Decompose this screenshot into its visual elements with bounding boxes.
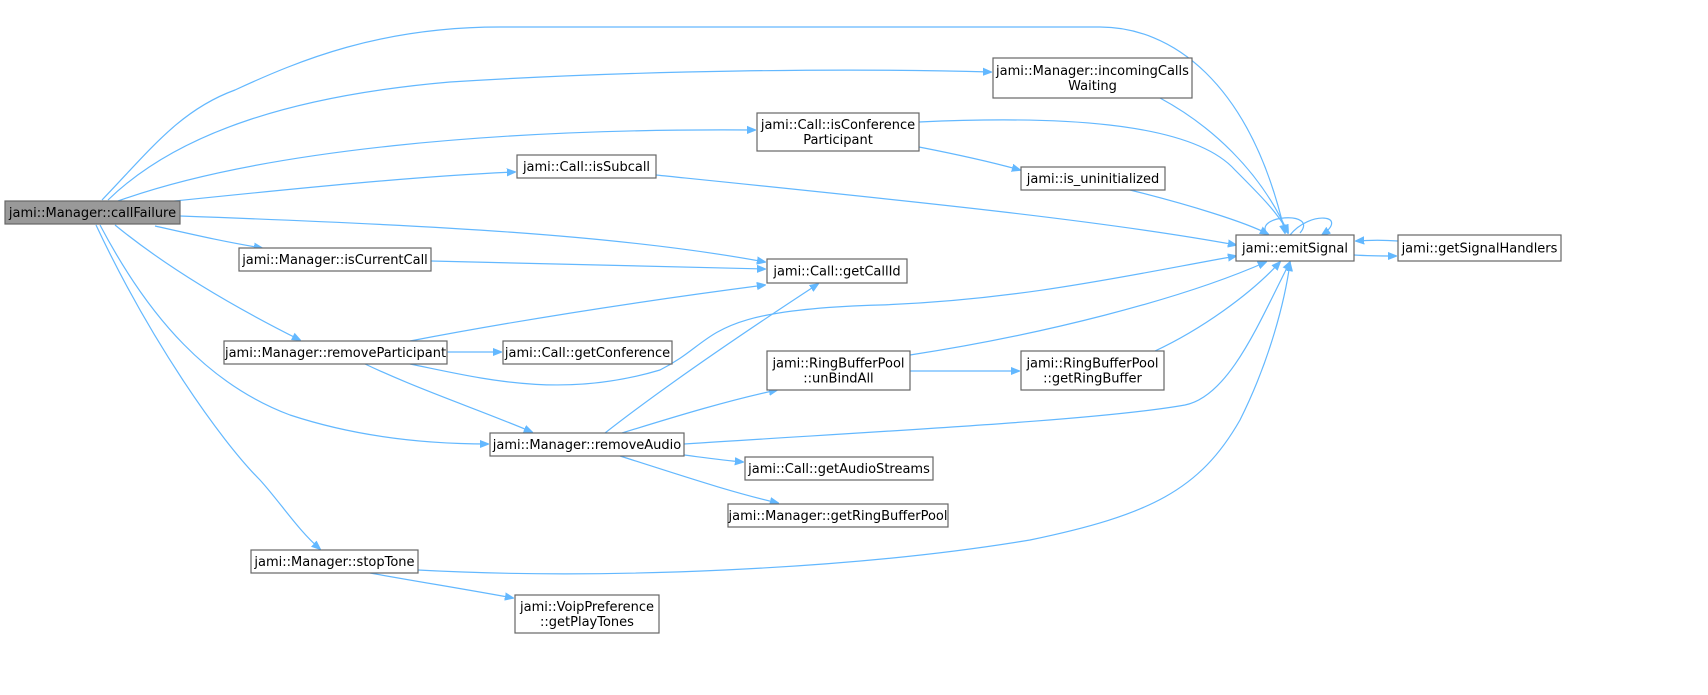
edge-callFailure-to-isCurrentCall (154, 225, 262, 248)
node-unBindAll[interactable]: jami::RingBufferPool::unBindAll (766, 350, 911, 391)
nodes: jami::Manager::callFailurejami::Manager:… (4, 57, 1562, 634)
edge-callFailure-to-incomingCallsWaiting (107, 70, 991, 201)
edge-callFailure-to-removeParticipant (114, 224, 300, 340)
node-getAudioStreams[interactable]: jami::Call::getAudioStreams (744, 456, 934, 481)
edge-emitSignal-to-emitSignal (1264, 217, 1333, 235)
node-box (516, 154, 657, 179)
node-getCallId[interactable]: jami::Call::getCallId (766, 258, 908, 284)
edge-removeParticipant-to-emitSignal (409, 256, 1236, 386)
node-box (992, 57, 1193, 99)
edge-getRingBuffer-to-emitSignal (1154, 262, 1280, 352)
node-box (489, 432, 685, 457)
node-label: jami::Call::isConference (760, 118, 915, 133)
edge-emitSignal-to-getSignalHandlers (1353, 255, 1396, 256)
edge-removeParticipant-to-getCallId (409, 285, 765, 342)
node-label: jami::Manager::getRingBufferPool (728, 509, 948, 524)
edge-getSignalHandlers-to-emitSignal (1356, 240, 1399, 241)
node-box (514, 594, 660, 634)
node-getConference[interactable]: jami::Call::getConference (502, 340, 673, 365)
edge-removeAudio-to-getAudioStreams (683, 454, 743, 462)
edge-stopTone-to-getPlayTones (369, 572, 513, 598)
node-label: jami::Manager::stopTone (253, 555, 414, 570)
edge-isConferenceParticipant-to-emitSignal (918, 119, 1288, 233)
node-box (744, 456, 934, 481)
edges (95, 26, 1399, 598)
node-label: jami::Manager::incomingCalls (995, 64, 1189, 79)
node-box (766, 258, 908, 284)
node-isSubcall[interactable]: jami::Call::isSubcall (516, 154, 657, 179)
node-label: jami::Manager::isCurrentCall (241, 253, 428, 268)
edge-is_uninitialized-to-emitSignal (1129, 189, 1268, 234)
edge-unBindAll-to-emitSignal (909, 262, 1266, 356)
edge-stopTone-to-emitSignal (417, 263, 1290, 575)
node-callFailure[interactable]: jami::Manager::callFailure (4, 200, 181, 225)
edge-isCurrentCall-to-getCallId (430, 260, 765, 269)
edge-callFailure-to-emitSignal (101, 26, 1285, 233)
edge-callFailure-to-isConferenceParticipant (117, 130, 755, 202)
node-emitSignal[interactable]: jami::emitSignal (1235, 234, 1355, 262)
node-box (238, 247, 432, 272)
node-getRingBuffer[interactable]: jami::RingBufferPool::getRingBuffer (1020, 350, 1165, 391)
node-label: jami::Call::getAudioStreams (747, 462, 930, 477)
edge-removeAudio-to-unBindAll (621, 390, 777, 434)
node-box (250, 549, 419, 574)
edge-removeAudio-to-getCallId (604, 284, 818, 434)
node-is_uninitialized[interactable]: jami::is_uninitialized (1020, 166, 1166, 191)
node-label: jami::VoipPreference (519, 600, 654, 615)
edge-removeAudio-to-getRingBufferPool (619, 455, 778, 503)
node-box (766, 350, 911, 391)
node-removeAudio[interactable]: jami::Manager::removeAudio (489, 432, 685, 457)
node-label: ::getPlayTones (540, 615, 634, 630)
node-label: Waiting (1068, 79, 1117, 94)
node-box (502, 340, 673, 365)
node-label: jami::RingBufferPool (771, 357, 904, 372)
edge-removeParticipant-to-removeAudio (364, 363, 532, 432)
node-getSignalHandlers[interactable]: jami::getSignalHandlers (1397, 234, 1562, 262)
node-label: jami::emitSignal (1241, 242, 1348, 257)
node-getRingBufferPool[interactable]: jami::Manager::getRingBufferPool (727, 503, 949, 528)
edge-callFailure-to-stopTone (95, 224, 320, 549)
node-label: ::unBindAll (803, 372, 873, 387)
node-label: jami::Call::getCallId (772, 265, 900, 280)
node-label: jami::is_uninitialized (1026, 172, 1159, 187)
node-stopTone[interactable]: jami::Manager::stopTone (250, 549, 419, 574)
node-label: jami::RingBufferPool (1025, 357, 1158, 372)
node-label: ::getRingBuffer (1043, 372, 1142, 387)
node-box (223, 340, 448, 365)
edge-isSubcall-to-emitSignal (655, 174, 1236, 245)
node-box (1020, 166, 1166, 191)
node-box (1020, 350, 1165, 391)
node-label: jami::Manager::callFailure (8, 206, 176, 221)
node-box (756, 112, 920, 152)
node-label: jami::Manager::removeAudio (492, 438, 681, 453)
edge-removeAudio-to-emitSignal (683, 262, 1290, 445)
edge-isConferenceParticipant-to-is_uninitialized (918, 146, 1020, 170)
node-label: jami::Call::getConference (504, 346, 670, 361)
node-label: jami::Manager::removeParticipant (224, 346, 446, 361)
node-box (727, 503, 949, 528)
edge-callFailure-to-isSubcall (164, 172, 515, 203)
node-box (1397, 234, 1562, 262)
node-removeParticipant[interactable]: jami::Manager::removeParticipant (223, 340, 448, 365)
node-getPlayTones[interactable]: jami::VoipPreference::getPlayTones (514, 594, 660, 634)
node-label: Participant (803, 133, 873, 148)
node-box (1235, 234, 1355, 262)
node-label: jami::Call::isSubcall (522, 160, 650, 175)
edge-callFailure-to-removeAudio (99, 224, 488, 444)
edge-incomingCallsWaiting-to-emitSignal (1159, 97, 1288, 233)
node-isCurrentCall[interactable]: jami::Manager::isCurrentCall (238, 247, 432, 272)
edge-callFailure-to-getCallId (179, 215, 765, 262)
node-label: jami::getSignalHandlers (1401, 242, 1558, 257)
node-box (4, 200, 181, 225)
